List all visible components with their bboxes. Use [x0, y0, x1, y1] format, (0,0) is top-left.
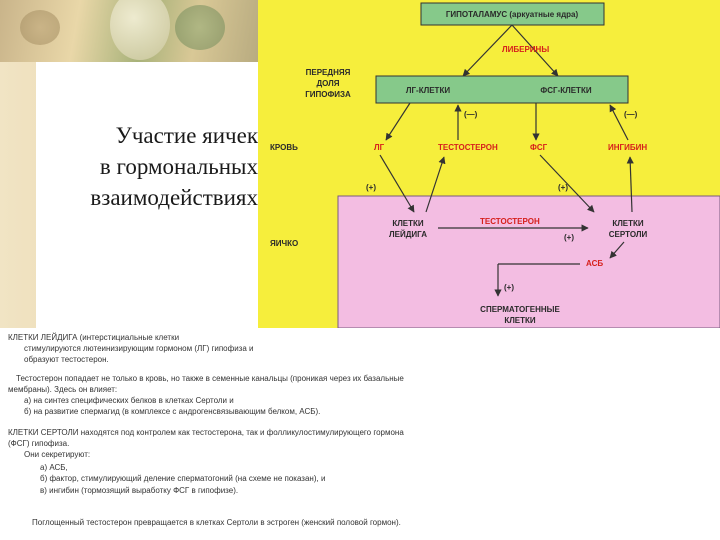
sertoli-label-line: СЕРТОЛИ [609, 230, 648, 239]
notes-line: КЛЕТКИ СЕРТОЛИ находятся под контролем к… [8, 428, 404, 437]
slide-title: Участие яичек в гормональных взаимодейст… [0, 120, 258, 213]
negative-feedback-label: (—) [464, 110, 478, 119]
notes-line: образуют тестостерон. [24, 355, 109, 364]
inhibin-label: ИНГИБИН [608, 143, 647, 152]
left-panel [0, 0, 258, 328]
positive-effect-label: (+) [366, 183, 376, 192]
negative-feedback-label: (—) [624, 110, 638, 119]
spermatogenic-label-line: КЛЕТКИ [504, 316, 536, 325]
notes-line: в) ингибин (тормозящий выработку ФСГ в г… [40, 486, 239, 495]
notes-line: мембраны). Здесь он влияет: [8, 385, 118, 394]
notes-line: (ФСГ) гипофиза. [8, 439, 70, 448]
decorative-leaf [175, 5, 225, 50]
notes-line: КЛЕТКИ ЛЕЙДИГА (интерстициальные клетки [8, 333, 180, 342]
title-background [36, 62, 258, 328]
diagram-svg: ГИПОТАЛАМУС (аркуатные ядра) ЛИБЕРИНЫ ПЕ… [270, 2, 720, 328]
decorative-flower [110, 0, 170, 60]
title-line: Участие яичек [115, 123, 258, 148]
pituitary-label-line: ПЕРЕДНЯЯ [306, 68, 351, 77]
decorative-leaf [20, 10, 60, 45]
title-line: взаимодействиях [90, 185, 258, 210]
lh-label: ЛГ [374, 143, 385, 152]
notes-line: Они секретируют: [24, 450, 91, 459]
leydig-label-line: ЛЕЙДИГА [389, 230, 427, 239]
explanatory-notes: КЛЕТКИ ЛЕЙДИГА (интерстициальные клетки … [0, 330, 720, 540]
notes-line: а) на синтез специфических белков в клет… [24, 396, 234, 405]
fsh-cells-label: ФСГ-КЛЕТКИ [540, 86, 591, 95]
fsh-label: ФСГ [530, 143, 548, 152]
hypothalamus-label: ГИПОТАЛАМУС (аркуатные ядра) [446, 10, 579, 19]
sertoli-label-line: КЛЕТКИ [612, 219, 644, 228]
notes-line: Поглощенный тестостерон превращается в к… [32, 518, 401, 527]
notes-line: б) на развитие спермагид (в комплексе с … [24, 407, 321, 416]
spermatogenic-label-line: СПЕРМАТОГЕННЫЕ [480, 305, 560, 314]
notes-line: Тестостерон попадает не только в кровь, … [16, 374, 404, 383]
positive-effect-label: (+) [564, 233, 574, 242]
leydig-label-line: КЛЕТКИ [392, 219, 424, 228]
positive-effect-label: (+) [558, 183, 568, 192]
positive-effect-label: (+) [504, 283, 514, 292]
lh-cells-label: ЛГ-КЛЕТКИ [406, 86, 450, 95]
pituitary-label-line: ДОЛЯ [316, 79, 339, 88]
testis-label: ЯИЧКО [270, 239, 298, 248]
blood-label: КРОВЬ [270, 143, 298, 152]
title-line: в гормональных [99, 154, 258, 179]
notes-line: а) АСБ, [40, 463, 68, 472]
pituitary-box [375, 75, 629, 104]
testosterone-blood-label: ТЕСТОСТЕРОН [438, 143, 498, 152]
notes-line: б) фактор, стимулирующий деление спермат… [40, 474, 326, 483]
notes-line: стимулируются лютеинизирующим гормоном (… [24, 344, 254, 353]
liberins-label: ЛИБЕРИНЫ [502, 45, 549, 54]
hormone-diagram: ГИПОТАЛАМУС (аркуатные ядра) ЛИБЕРИНЫ ПЕ… [258, 0, 720, 328]
pituitary-label-line: ГИПОФИЗА [305, 90, 351, 99]
testis-area [337, 195, 720, 328]
abp-label: АСБ [586, 259, 603, 268]
testosterone-inner-label: ТЕСТОСТЕРОН [480, 217, 540, 226]
